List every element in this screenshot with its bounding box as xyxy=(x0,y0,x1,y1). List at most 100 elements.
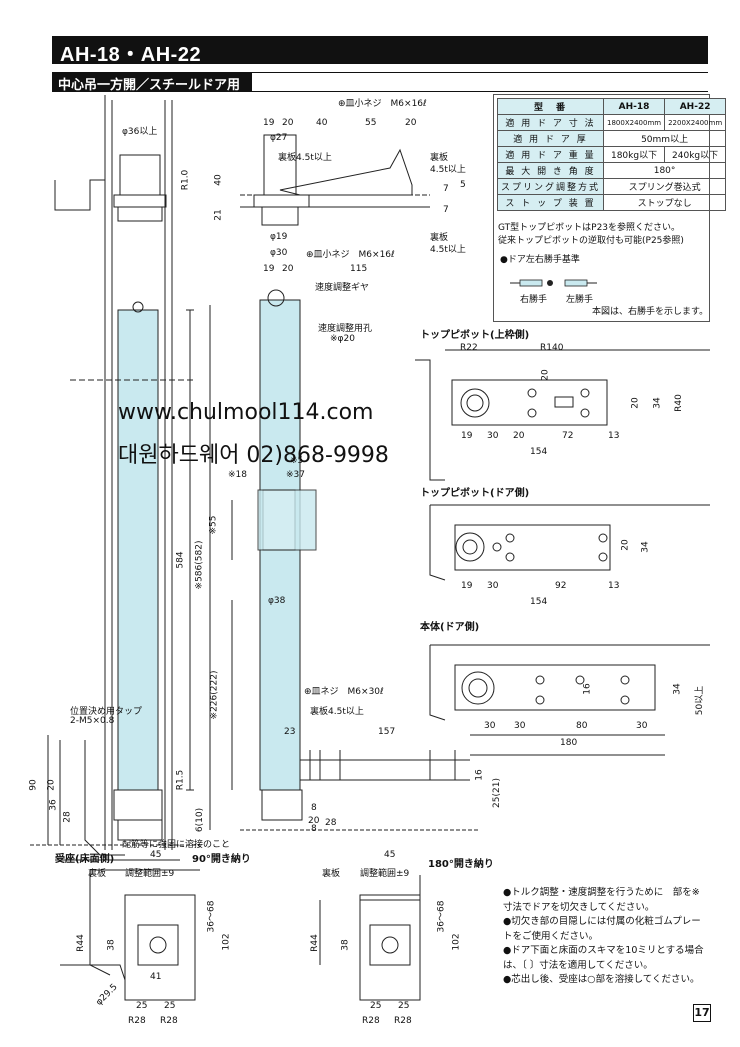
page-title: AH-18・AH-22 xyxy=(60,44,202,66)
label-back-plate-2: 裏板 xyxy=(430,153,449,163)
left-hand-label: 左勝手 xyxy=(566,295,594,305)
spec-value: 180kg以下 xyxy=(603,146,666,163)
dim: ※55 xyxy=(208,515,219,535)
spec-row: 適 用 ド ア 重 量 180kg以下 240kg以下 xyxy=(496,146,727,163)
dim: 80 xyxy=(576,721,588,731)
dim: 20 xyxy=(405,118,417,128)
dim: 19 xyxy=(461,431,473,441)
dim: 36〜68 xyxy=(436,900,447,933)
dim: 20 xyxy=(540,369,551,381)
spec-note-2: 従来トップピボットの逆取付も可能(P25参照) xyxy=(498,236,684,246)
dim: φ27 xyxy=(270,133,288,143)
dim: 92 xyxy=(555,581,567,591)
spec-label: ス ト ッ プ 装 置 xyxy=(496,194,605,211)
dim: 157 xyxy=(378,727,396,737)
note-item: ●切欠き部の目隠しには付属の化粧ゴムプレートをご使用ください。 xyxy=(503,916,701,942)
dim: 36〜68 xyxy=(206,900,217,933)
dim: R44 xyxy=(309,934,320,952)
spec-row: スプリング調整方式 スプリング巻込式 xyxy=(496,178,727,195)
section-open-180: 180°開き納り xyxy=(428,859,494,870)
spec-value: ストップなし xyxy=(603,194,727,211)
dim: 40 xyxy=(316,118,328,128)
spec-note-1: GT型トップピボットはP23を参照ください。 xyxy=(498,223,681,233)
dim: 25 xyxy=(136,1001,148,1011)
dim: 40 xyxy=(213,174,224,186)
dim: 584 xyxy=(175,551,186,569)
spec-row: 適 用 ド ア 厚 50mm以上 xyxy=(496,130,727,147)
spec-label: 適 用 ド ア 重 量 xyxy=(496,146,605,163)
spec-header-row: 型 番 AH-18 AH-22 xyxy=(496,98,727,115)
dim: 13 xyxy=(608,431,620,441)
label-adjust-90: 調整範囲±9 xyxy=(125,869,175,879)
spec-row: 最 大 開 き 角 度 180° xyxy=(496,162,727,179)
spec-label: スプリング調整方式 xyxy=(496,178,605,195)
dim: 34 xyxy=(652,397,663,409)
dim: 19 xyxy=(263,264,275,274)
dim: 180 xyxy=(560,738,578,748)
left-elevation xyxy=(30,95,200,861)
label-speed-hole: 速度調整用孔 xyxy=(318,324,373,334)
floor-plate-180-view xyxy=(319,875,421,1001)
dim: φ38 xyxy=(268,596,286,606)
label-tap: 位置決め用タップ xyxy=(70,707,143,717)
dim: 6(10) xyxy=(195,807,206,833)
dim: 5 xyxy=(460,180,466,190)
dim: 25 xyxy=(164,1001,176,1011)
dim: 20 xyxy=(620,539,631,551)
spec-row: ス ト ッ プ 装 置 ストップなし xyxy=(496,194,727,211)
notes-list: ●トルク調整・速度調整を行うために 部を※寸法でドアを切欠きしてください。 ●切… xyxy=(503,886,708,988)
dim: 45 xyxy=(384,850,396,860)
dim: R22 xyxy=(460,343,478,353)
label-back-plate-90: 裏板 xyxy=(88,869,107,879)
label-tap-size: 2-M5×0.8 xyxy=(70,716,115,726)
dim: φ36以上 xyxy=(122,127,158,137)
watermark-company: 대원하드웨어 02)868-9998 xyxy=(118,443,389,468)
dim: 115 xyxy=(350,264,368,274)
dim: R28 xyxy=(128,1016,146,1026)
middle-elevation xyxy=(209,134,480,831)
section-floor-plate: 受座(床面側) xyxy=(55,854,115,865)
subtitle-bar xyxy=(52,72,252,92)
dim: 102 xyxy=(451,933,462,951)
section-top-pivot-frame: トップピボット(上枠側) xyxy=(420,330,530,341)
dim: 7 xyxy=(443,205,449,215)
section-open-90: 90°開き納り xyxy=(192,854,251,865)
subtitle-rule xyxy=(252,72,708,92)
spec-value: 180° xyxy=(603,162,727,179)
top-pivot-door-view xyxy=(429,504,710,581)
dim: 23 xyxy=(284,727,296,737)
spec-value: スプリング巻込式 xyxy=(603,178,727,195)
dim: ※226(222) xyxy=(209,670,220,720)
label-screw-body: ⊕皿ネジ M6×30ℓ xyxy=(304,687,384,697)
spec-table: 型 番 AH-18 AH-22 適 用 ド ア 寸 法 1800X2400mm … xyxy=(496,98,727,211)
dim: 34 xyxy=(672,683,683,695)
spec-header-ah22: AH-22 xyxy=(664,98,727,115)
dim: ※18 xyxy=(228,470,247,480)
dim: 25 xyxy=(398,1001,410,1011)
label-weld-note: 配筋等に強固に溶接のこと xyxy=(122,840,231,850)
dim: R28 xyxy=(160,1016,178,1026)
dim: 45 xyxy=(150,850,162,860)
label-screw-top: ⊕皿小ネジ M6×16ℓ xyxy=(338,99,427,109)
watermark-url: www.chulmool114.com xyxy=(118,400,374,425)
dim: 25(21) xyxy=(491,778,502,808)
label-screw-bottom: ⊕皿小ネジ M6×16ℓ xyxy=(306,250,395,260)
dim: 13 xyxy=(608,581,620,591)
title-bar xyxy=(52,36,708,64)
dim: 25 xyxy=(370,1001,382,1011)
label-back-plate-3: 裏板 xyxy=(430,233,449,243)
dim: 20 xyxy=(308,816,320,826)
dim: 16 xyxy=(582,683,593,695)
dim: ※37 xyxy=(286,470,305,480)
label-back-plate-180: 裏板 xyxy=(322,869,341,879)
dim: R40 xyxy=(673,394,684,412)
dim: φ19 xyxy=(270,232,288,242)
dim: 19 xyxy=(263,118,275,128)
dim: 30 xyxy=(484,721,496,731)
spec-value: 50mm以上 xyxy=(603,130,727,147)
spec-value: 1800X2400mm xyxy=(603,114,666,131)
dim: ※5 xyxy=(290,456,304,466)
label-back-plate-3b: 4.5t以上 xyxy=(430,245,466,255)
spec-label: 最 大 開 き 角 度 xyxy=(496,162,605,179)
spec-header-ah18: AH-18 xyxy=(603,98,666,115)
